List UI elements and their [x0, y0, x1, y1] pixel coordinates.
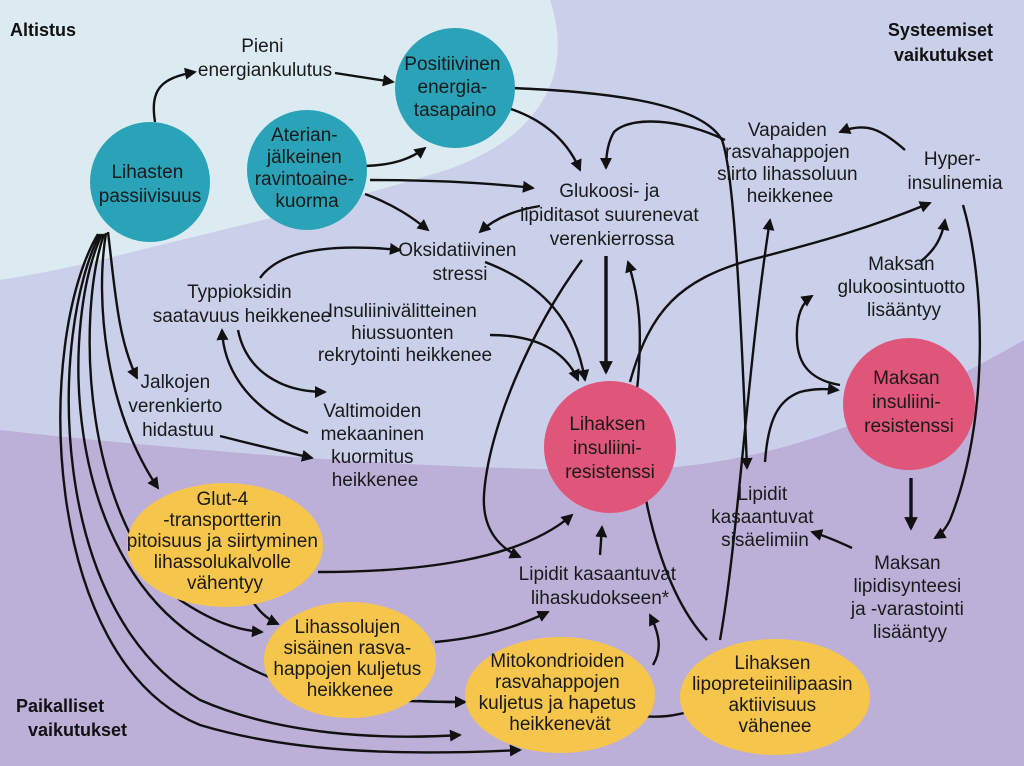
- node-glut4: Glut-4 -transportterin pitoisuus ja siir…: [127, 489, 323, 594]
- node-circle-aterianjalkeinen: [247, 110, 367, 230]
- node-glukoosi-lipiditasot: Glukoosi- ja lipiditasot suurenevat vere…: [520, 181, 704, 250]
- node-ellipse-mitokondrioiden: [465, 637, 655, 753]
- node-lihassolujen-kuljetus: Lihassolujen sisäinen rasva- happojen ku…: [273, 617, 426, 701]
- header-systemic-line2: vaikutukset: [894, 45, 993, 65]
- node-insuliinivalitteinen: Insuliinivälitteinen hiussuonten rekryto…: [318, 301, 492, 366]
- node-pieni-energiankulutus: Pieni energiankulutus: [198, 36, 332, 81]
- node-jalkojen-verenkierto: Jalkojen verenkierto hidastuu: [128, 372, 227, 441]
- header-exposure: Altistus: [10, 20, 76, 40]
- node-circle-lihaksen-insuliiniresistenssi: [544, 381, 676, 513]
- node-vapaiden-rasvahappojen: Vapaiden rasvahappojen siirto lihassoluu…: [717, 120, 863, 207]
- node-circle-positiivinen-energiatasapaino: [395, 28, 515, 148]
- node-ellipse-lihassolujen-kuljetus: [264, 602, 436, 718]
- node-lihasten-passiivisuus: Lihasten passiivisuus: [99, 162, 201, 207]
- node-circle-maksan-insuliiniresistenssi: [843, 338, 975, 470]
- header-local-line2: vaikutukset: [28, 720, 127, 740]
- node-ellipse-glut4: [127, 483, 323, 607]
- node-lipidit-sisaelimiin: Lipidit kasaantuvat sisäelimiin: [711, 484, 819, 551]
- header-local-line1: Paikalliset: [16, 696, 104, 716]
- node-circle-lihasten-passiivisuus: [90, 122, 210, 242]
- node-valtimoiden-kuormitus: Valtimoiden mekaaninen kuormitus heikken…: [321, 401, 430, 491]
- node-lihaksen-insuliiniresistenssi: Lihaksen insuliini- resistenssi: [565, 414, 655, 483]
- node-typpioksidin: Typpioksidin saatavuus heikkenee: [153, 282, 332, 327]
- node-mitokondrioiden: Mitokondrioiden rasvahappojen kuljetus j…: [479, 651, 642, 735]
- node-positiivinen-energiatasapaino: Positiivinen energia- tasapaino: [404, 54, 505, 121]
- node-ellipse-lipoproteiinilipaasi: [680, 639, 870, 755]
- node-maksan-lipidisynteesi: Maksan lipidisynteesi ja -varastointi li…: [850, 553, 969, 643]
- header-systemic-line1: Systeemiset: [888, 20, 993, 40]
- node-hyperinsulinemia: Hyper- insulinemia: [907, 149, 1002, 194]
- node-lipoproteiinilipaasi: Lihaksen lipopreteiinilipaasin aktiivisu…: [692, 653, 858, 737]
- node-lipidit-lihaskudokseen: Lipidit kasaantuvat lihaskudokseen*: [519, 564, 682, 609]
- node-oksidatiivinen-stressi: Oksidatiivinen stressi: [398, 240, 522, 285]
- node-maksan-insuliiniresistenssi: Maksan insuliini- resistenssi: [864, 368, 954, 437]
- arrows: [59, 67, 982, 757]
- node-maksan-glukoosintuotto: Maksan glukoosintuotto lisääntyy: [837, 254, 970, 321]
- node-aterianjalkeinen: Aterian- jälkeinen ravintoaine- kuorma: [255, 125, 360, 212]
